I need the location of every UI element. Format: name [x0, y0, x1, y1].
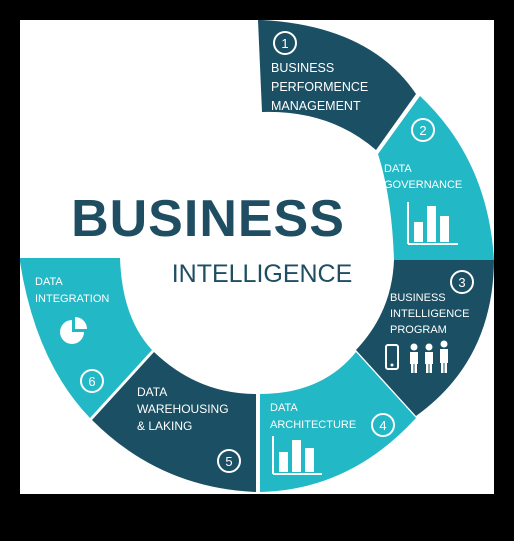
segment-4-line-2: ARCHITECTURE: [270, 419, 356, 431]
segment-6-number-badge: [80, 369, 104, 393]
segment-6-line-1: DATA: [35, 276, 63, 288]
segment-5-shape: [92, 352, 256, 492]
segment-1-line-1: BUSINESS: [271, 61, 334, 75]
segment-5: 5 DATA WAREHOUSING & LAKING: [92, 352, 256, 492]
segment-4-line-1: DATA: [270, 402, 298, 414]
segment-6: 6 DATA INTEGRATION: [20, 258, 152, 418]
segment-3-line-2: INTELLIGENCE: [390, 308, 469, 320]
segment-1: 1 BUSINESS PERFORMENCE MANAGEMENT: [258, 20, 416, 150]
segment-1-line-3: MANAGEMENT: [271, 99, 361, 113]
segment-6-line-2: INTEGRATION: [35, 293, 109, 305]
diagram-subtitle: INTELLIGENCE: [172, 260, 353, 288]
segment-5-line-2: WAREHOUSING: [137, 402, 229, 416]
segment-3-shape: [356, 258, 494, 416]
people-mobile-icon: [385, 340, 448, 373]
pie-chart-icon: [60, 317, 87, 344]
segment-4: 4 DATA ARCHITECTURE: [260, 352, 416, 492]
bar-chart-icon: [272, 436, 322, 475]
segment-5-number-badge: [217, 449, 241, 473]
segment-3-line-3: PROGRAM: [390, 324, 447, 336]
segment-3-number: 3: [458, 275, 465, 290]
segment-6-shape: [20, 258, 152, 418]
segment-6-number: 6: [88, 374, 95, 389]
segment-5-line-1: DATA: [137, 385, 167, 399]
segment-3-number-badge: [450, 270, 474, 294]
segment-3-line-1: BUSINESS: [390, 292, 446, 304]
diagram-title: BUSINESS: [71, 190, 345, 248]
segment-2-line-2: GOVERNANCE: [384, 179, 462, 191]
bar-chart-icon: [407, 202, 458, 245]
segment-5-line-3: & LAKING: [137, 419, 192, 433]
segment-2-number: 2: [419, 123, 426, 138]
segment-1-number: 1: [281, 36, 288, 51]
segment-2: 2 DATA GOVERNANCE: [378, 96, 494, 260]
segment-2-line-1: DATA: [384, 163, 412, 175]
segment-5-number: 5: [225, 454, 232, 469]
segment-2-number-badge: [411, 118, 435, 142]
segment-1-line-2: PERFORMENCE: [271, 80, 368, 94]
segment-4-number-badge: [371, 413, 395, 437]
segment-3: 3 BUSINESS INTELLIGENCE PROGRAM: [356, 258, 494, 416]
segment-4-number: 4: [379, 418, 386, 433]
segment-1-shape: [258, 20, 416, 150]
segment-1-number-badge: [273, 31, 297, 55]
